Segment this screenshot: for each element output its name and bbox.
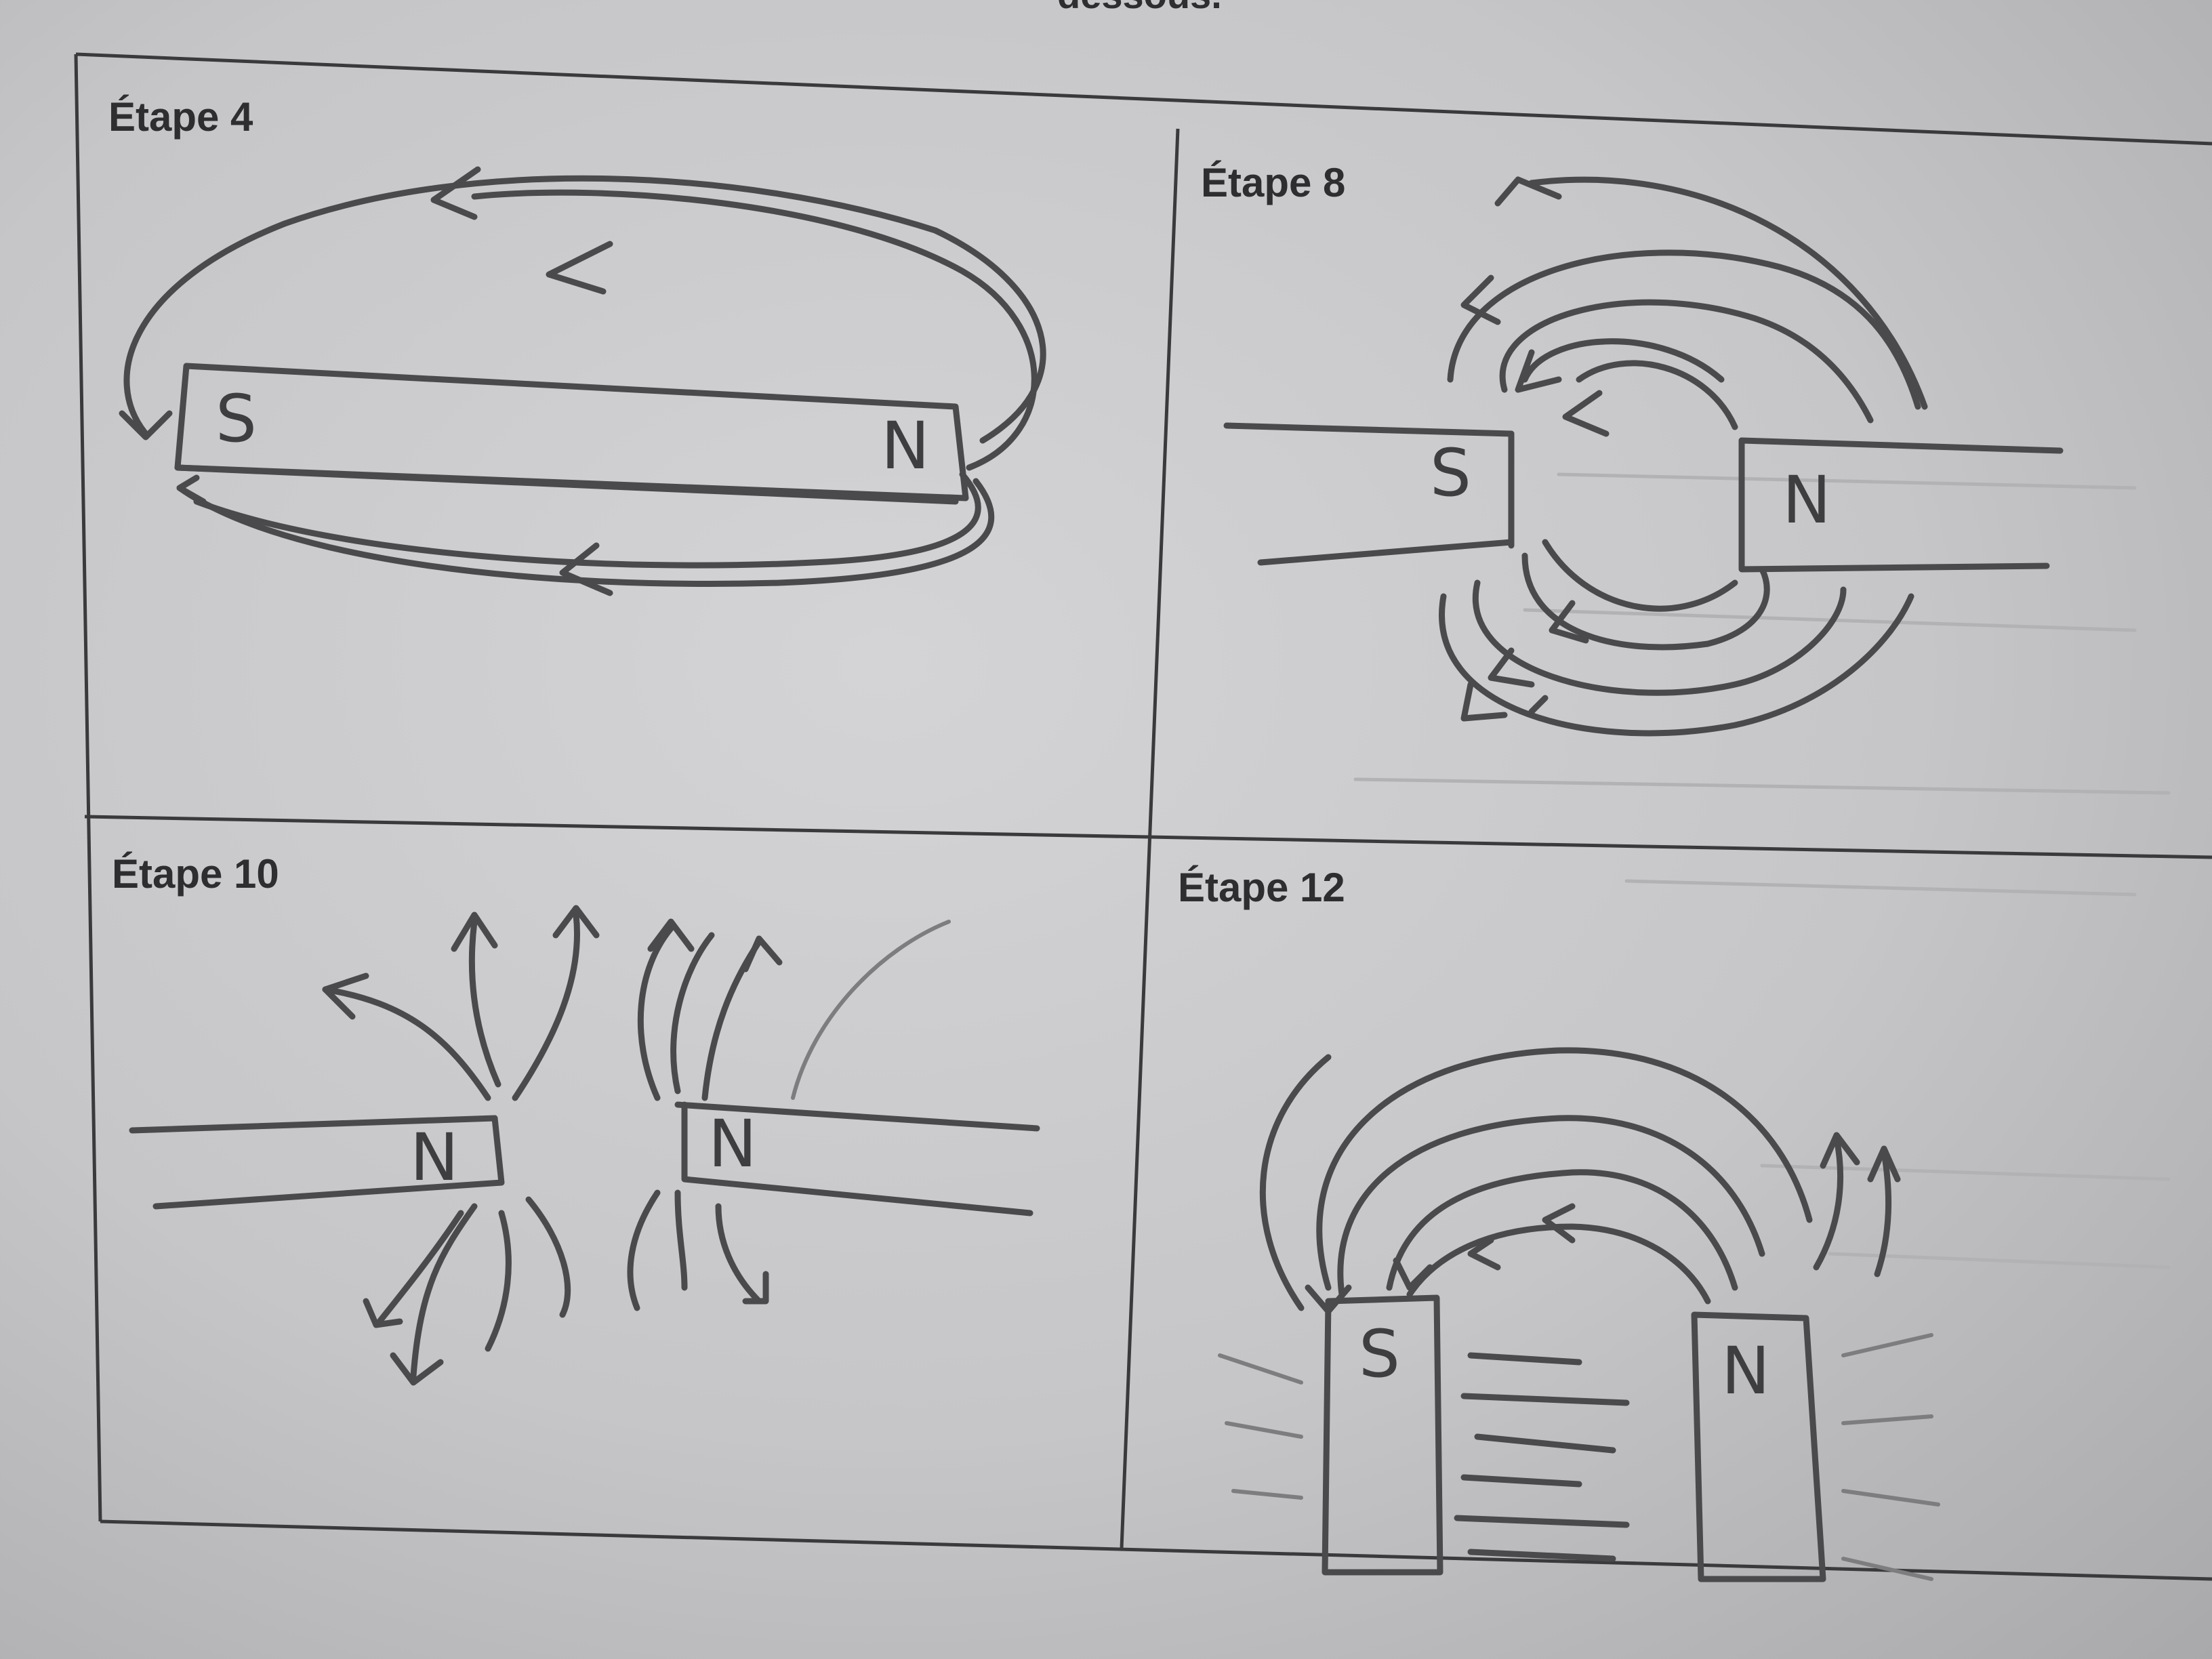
panel-etape-10-drawing xyxy=(129,905,1040,1386)
panel-etape-4-drawing xyxy=(119,166,1046,596)
pole-n-etape-8: N xyxy=(1782,462,1831,538)
panel-label-etape-10: Étape 10 xyxy=(112,851,279,897)
pole-s-etape-8: S xyxy=(1430,435,1471,511)
panel-label-etape-12: Étape 12 xyxy=(1178,865,1345,910)
pole-n-right-etape-10: N xyxy=(708,1106,757,1182)
pole-n-left-etape-10: N xyxy=(410,1120,459,1195)
pole-s-etape-12: S xyxy=(1359,1316,1400,1392)
panel-etape-8-drawing xyxy=(1223,176,2064,737)
header-fragment: dessous. xyxy=(1057,0,1222,17)
panel-label-etape-4: Étape 4 xyxy=(108,94,253,140)
pole-n-etape-4: N xyxy=(881,408,930,484)
panel-label-etape-8: Étape 8 xyxy=(1201,160,1346,205)
panel-grid xyxy=(74,52,2212,1581)
panel-etape-12-drawing xyxy=(1218,1047,1940,1582)
pole-n-etape-12: N xyxy=(1721,1333,1770,1409)
pole-s-etape-4: S xyxy=(216,381,257,457)
